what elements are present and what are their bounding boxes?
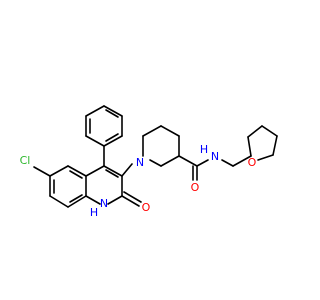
bond-lines [33,105,278,208]
amide-nitrogen-h-label: H [200,143,208,156]
molecule-structure: Cl O N H N O N H O [20,105,278,219]
amide-nitrogen-label: N [211,150,219,163]
atom-labels: Cl O N H N O N H O [20,143,257,219]
piperidine-nitrogen-label: N [136,156,144,169]
ring-nitrogen-h-label: H [90,206,98,219]
thf-oxygen-label: O [248,156,257,169]
ring-nitrogen-label: N [100,197,108,210]
carbonyl-oxygen-label: O [142,201,151,214]
amide-oxygen-label: O [191,181,200,194]
chlorine-label: Cl [20,154,31,167]
